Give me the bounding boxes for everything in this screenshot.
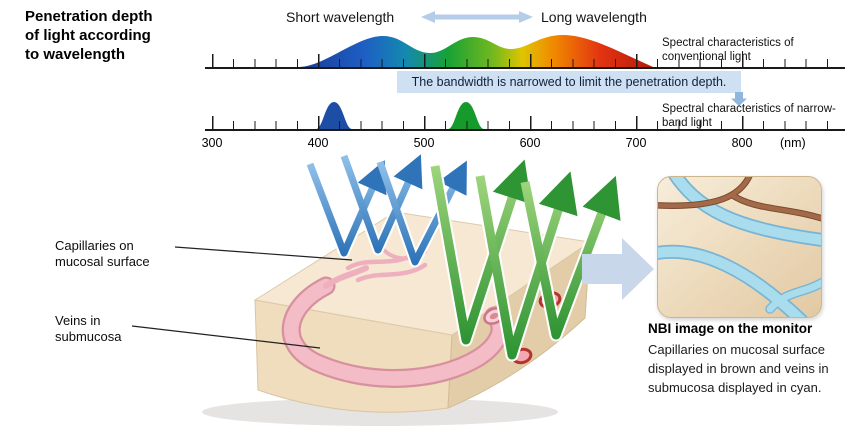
axis-tick-label-700: 700 [625, 136, 647, 150]
veins-label: Veins in submucosa [55, 313, 122, 345]
nbi-monitor-vessels [658, 177, 821, 317]
down-arrow-icon [731, 92, 747, 106]
nbi-monitor-image [657, 176, 822, 318]
axis-tick-label-400: 400 [307, 136, 329, 150]
nbi-title: NBI image on the monitor [648, 321, 813, 336]
tissue-illustration [131, 154, 654, 426]
narrowband-axis-minor-ticks [212, 121, 844, 129]
capillaries-pointer-line [174, 246, 353, 261]
cyan-veins [658, 177, 821, 317]
bandwidth-banner: The bandwidth is narrowed to limit the p… [397, 71, 741, 93]
narrowband-spectrum-label: Spectral characteristics of narrow-band … [662, 103, 836, 129]
axis-unit-label: (nm) [780, 136, 806, 150]
wavelength-double-arrow-icon [421, 11, 533, 23]
surface-capillaries [323, 246, 428, 289]
axis-tick-label-300: 300 [201, 136, 223, 150]
brown-capillaries [658, 177, 821, 222]
page-title: Penetration depth of light according to … [25, 8, 153, 64]
veins-pointer-line [131, 325, 321, 349]
arrow-to-monitor-icon [582, 238, 654, 300]
conventional-axis-minor-ticks [212, 59, 844, 67]
axis-tick-label-600: 600 [519, 136, 541, 150]
conventional-axis-line [205, 67, 845, 69]
axis-tick-label-800: 800 [731, 136, 753, 150]
short-wavelength-label: Short wavelength [286, 9, 395, 25]
axis-tick-label-500: 500 [413, 136, 435, 150]
nbi-caption: Capillaries on mucosal surface displayed… [648, 342, 829, 395]
narrowband-axis-line [205, 129, 845, 131]
capillaries-label: Capillaries on mucosal surface [55, 238, 150, 270]
conventional-spectrum-label: Spectral characteristics of conventional… [662, 37, 794, 63]
long-wavelength-label: Long wavelength [541, 9, 647, 25]
green-light-arrows [428, 159, 621, 362]
